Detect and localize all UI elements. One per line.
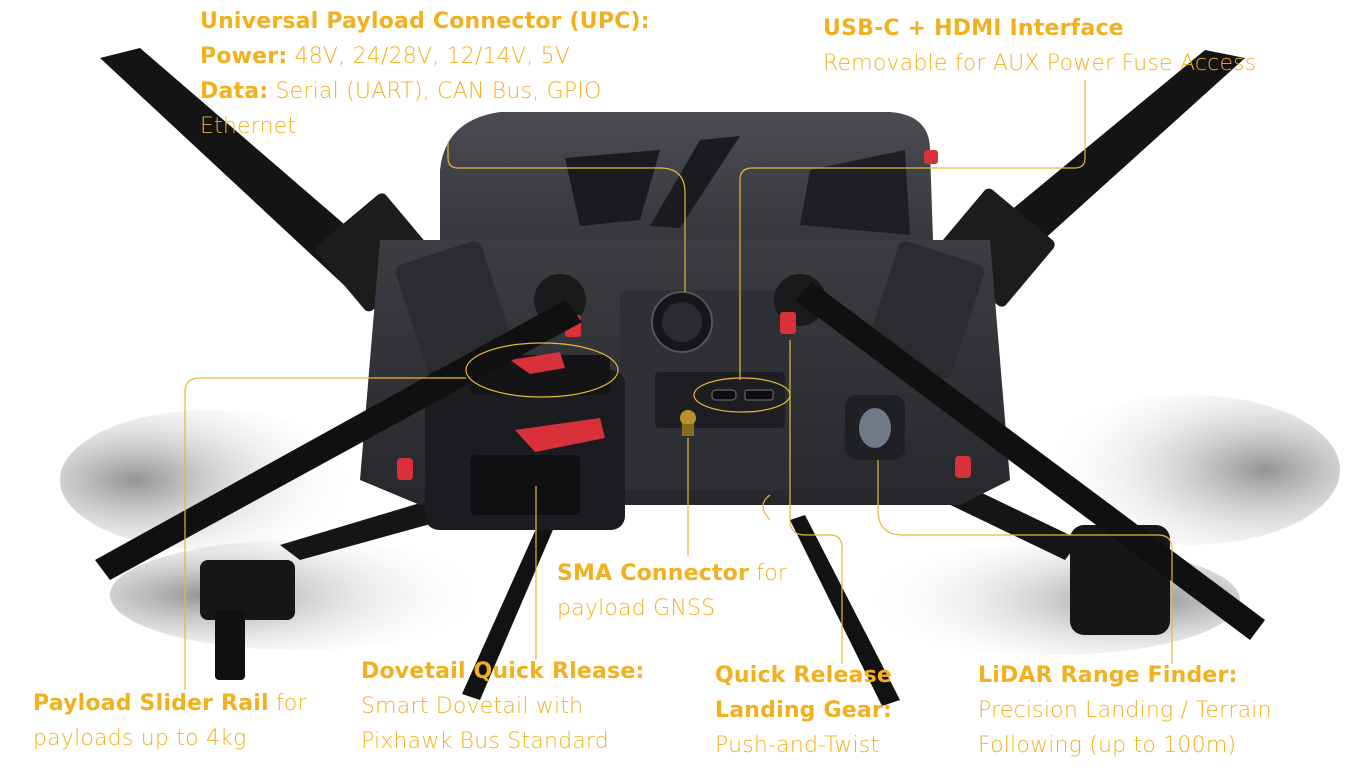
power-plug-right-latch [780, 312, 796, 334]
dovetail-lever [515, 418, 605, 452]
callout-lidar: LiDAR Range Finder: Precision Landing / … [978, 658, 1272, 763]
callout-line-gear [789, 340, 843, 664]
gear-title-line2: Landing Gear: [715, 698, 892, 723]
dovetail-title: Dovetail Quick Rlease: [361, 659, 645, 684]
canopy-vent-left [565, 150, 660, 226]
callout-sma: SMA Connector for payload GNSS [557, 556, 787, 626]
sma-title-suffix: for [749, 561, 788, 586]
slider-latch [510, 352, 565, 374]
arm-upper-right [975, 50, 1245, 270]
callout-line-upc [447, 142, 686, 292]
callout-line-usb [739, 80, 1086, 380]
gear-desc: Push-and-Twist [715, 733, 880, 758]
upc-data-value: Serial (UART), CAN Bus, GPIO [268, 79, 602, 104]
side-plate-left [395, 241, 515, 379]
dovetail-assembly [425, 352, 625, 530]
canopy-latch-right [924, 150, 938, 164]
slider-title: Payload Slider Rail [33, 691, 269, 716]
usb-desc: Removable for AUX Power Fuse Access [823, 51, 1257, 76]
callout-lines [184, 80, 1173, 690]
lidar-line1: Precision Landing / Terrain [978, 698, 1272, 723]
lidar-title: LiDAR Range Finder: [978, 663, 1238, 688]
leg-front-left [462, 520, 555, 700]
callout-usb-hdmi: USB-C + HDMI Interface Removable for AUX… [823, 11, 1257, 81]
slider-title-suffix: for [268, 691, 307, 716]
arm-upper-left [100, 48, 395, 300]
dovetail-mount [470, 455, 580, 515]
callout-slider-rail: Payload Slider Rail for payloads up to 4… [33, 686, 307, 756]
callout-line-gear-clip [762, 494, 771, 521]
usb-c-port [711, 389, 737, 401]
body-latch-right [955, 456, 971, 478]
leg-front-right [790, 515, 900, 706]
dovetail-line1: Smart Dovetail with [361, 694, 584, 719]
motor-left [200, 560, 295, 620]
arm-lower-right [940, 480, 1080, 560]
usb-title: USB-C + HDMI Interface [823, 16, 1124, 41]
upc-power-value: 48V, 24/28V, 12/14V, 5V [287, 44, 571, 69]
upc-data-extra: Ethernet [200, 114, 297, 139]
gear-title-line1: Quick Release [715, 663, 893, 688]
upc-power-label: Power: [200, 44, 288, 69]
dovetail-line2: Pixhawk Bus Standard [361, 729, 609, 754]
arm-lower-left [280, 500, 445, 560]
callout-line-lidar [877, 460, 1173, 664]
upc-data-label: Data: [200, 79, 269, 104]
sma-title: SMA Connector [557, 561, 750, 586]
canopy-vent-right [800, 150, 910, 235]
lidar-lens [859, 408, 891, 448]
diagonal-arms [95, 282, 1265, 640]
drone-body [360, 112, 1010, 505]
upc-title: Universal Payload Connector (UPC): [200, 9, 650, 34]
body-latch-left [397, 458, 413, 480]
arm-diagonal-right [795, 282, 1265, 640]
hdmi-port [744, 389, 774, 401]
upc-connector-pins [662, 302, 702, 342]
callout-landing-gear: Quick Release Landing Gear: Push-and-Twi… [715, 658, 892, 763]
slider-rail [470, 355, 610, 395]
sma-desc: payload GNSS [557, 596, 716, 621]
propeller-blur-left [60, 410, 360, 550]
callout-dovetail: Dovetail Quick Rlease: Smart Dovetail wi… [361, 654, 644, 759]
sma-connector [680, 410, 696, 426]
arm-diagonal-left [95, 300, 582, 580]
motor-left-shaft [215, 610, 245, 680]
lidar-line2: Following (up to 100m) [978, 733, 1237, 758]
canopy-vent-mid [650, 136, 740, 228]
sma-base [682, 424, 694, 436]
callout-upc: Universal Payload Connector (UPC): Power… [200, 4, 650, 144]
callout-line-slider [184, 377, 466, 690]
propeller-blur-right [1040, 395, 1340, 545]
slider-desc: payloads up to 4kg [33, 726, 247, 751]
callout-ring-slider [465, 342, 619, 398]
